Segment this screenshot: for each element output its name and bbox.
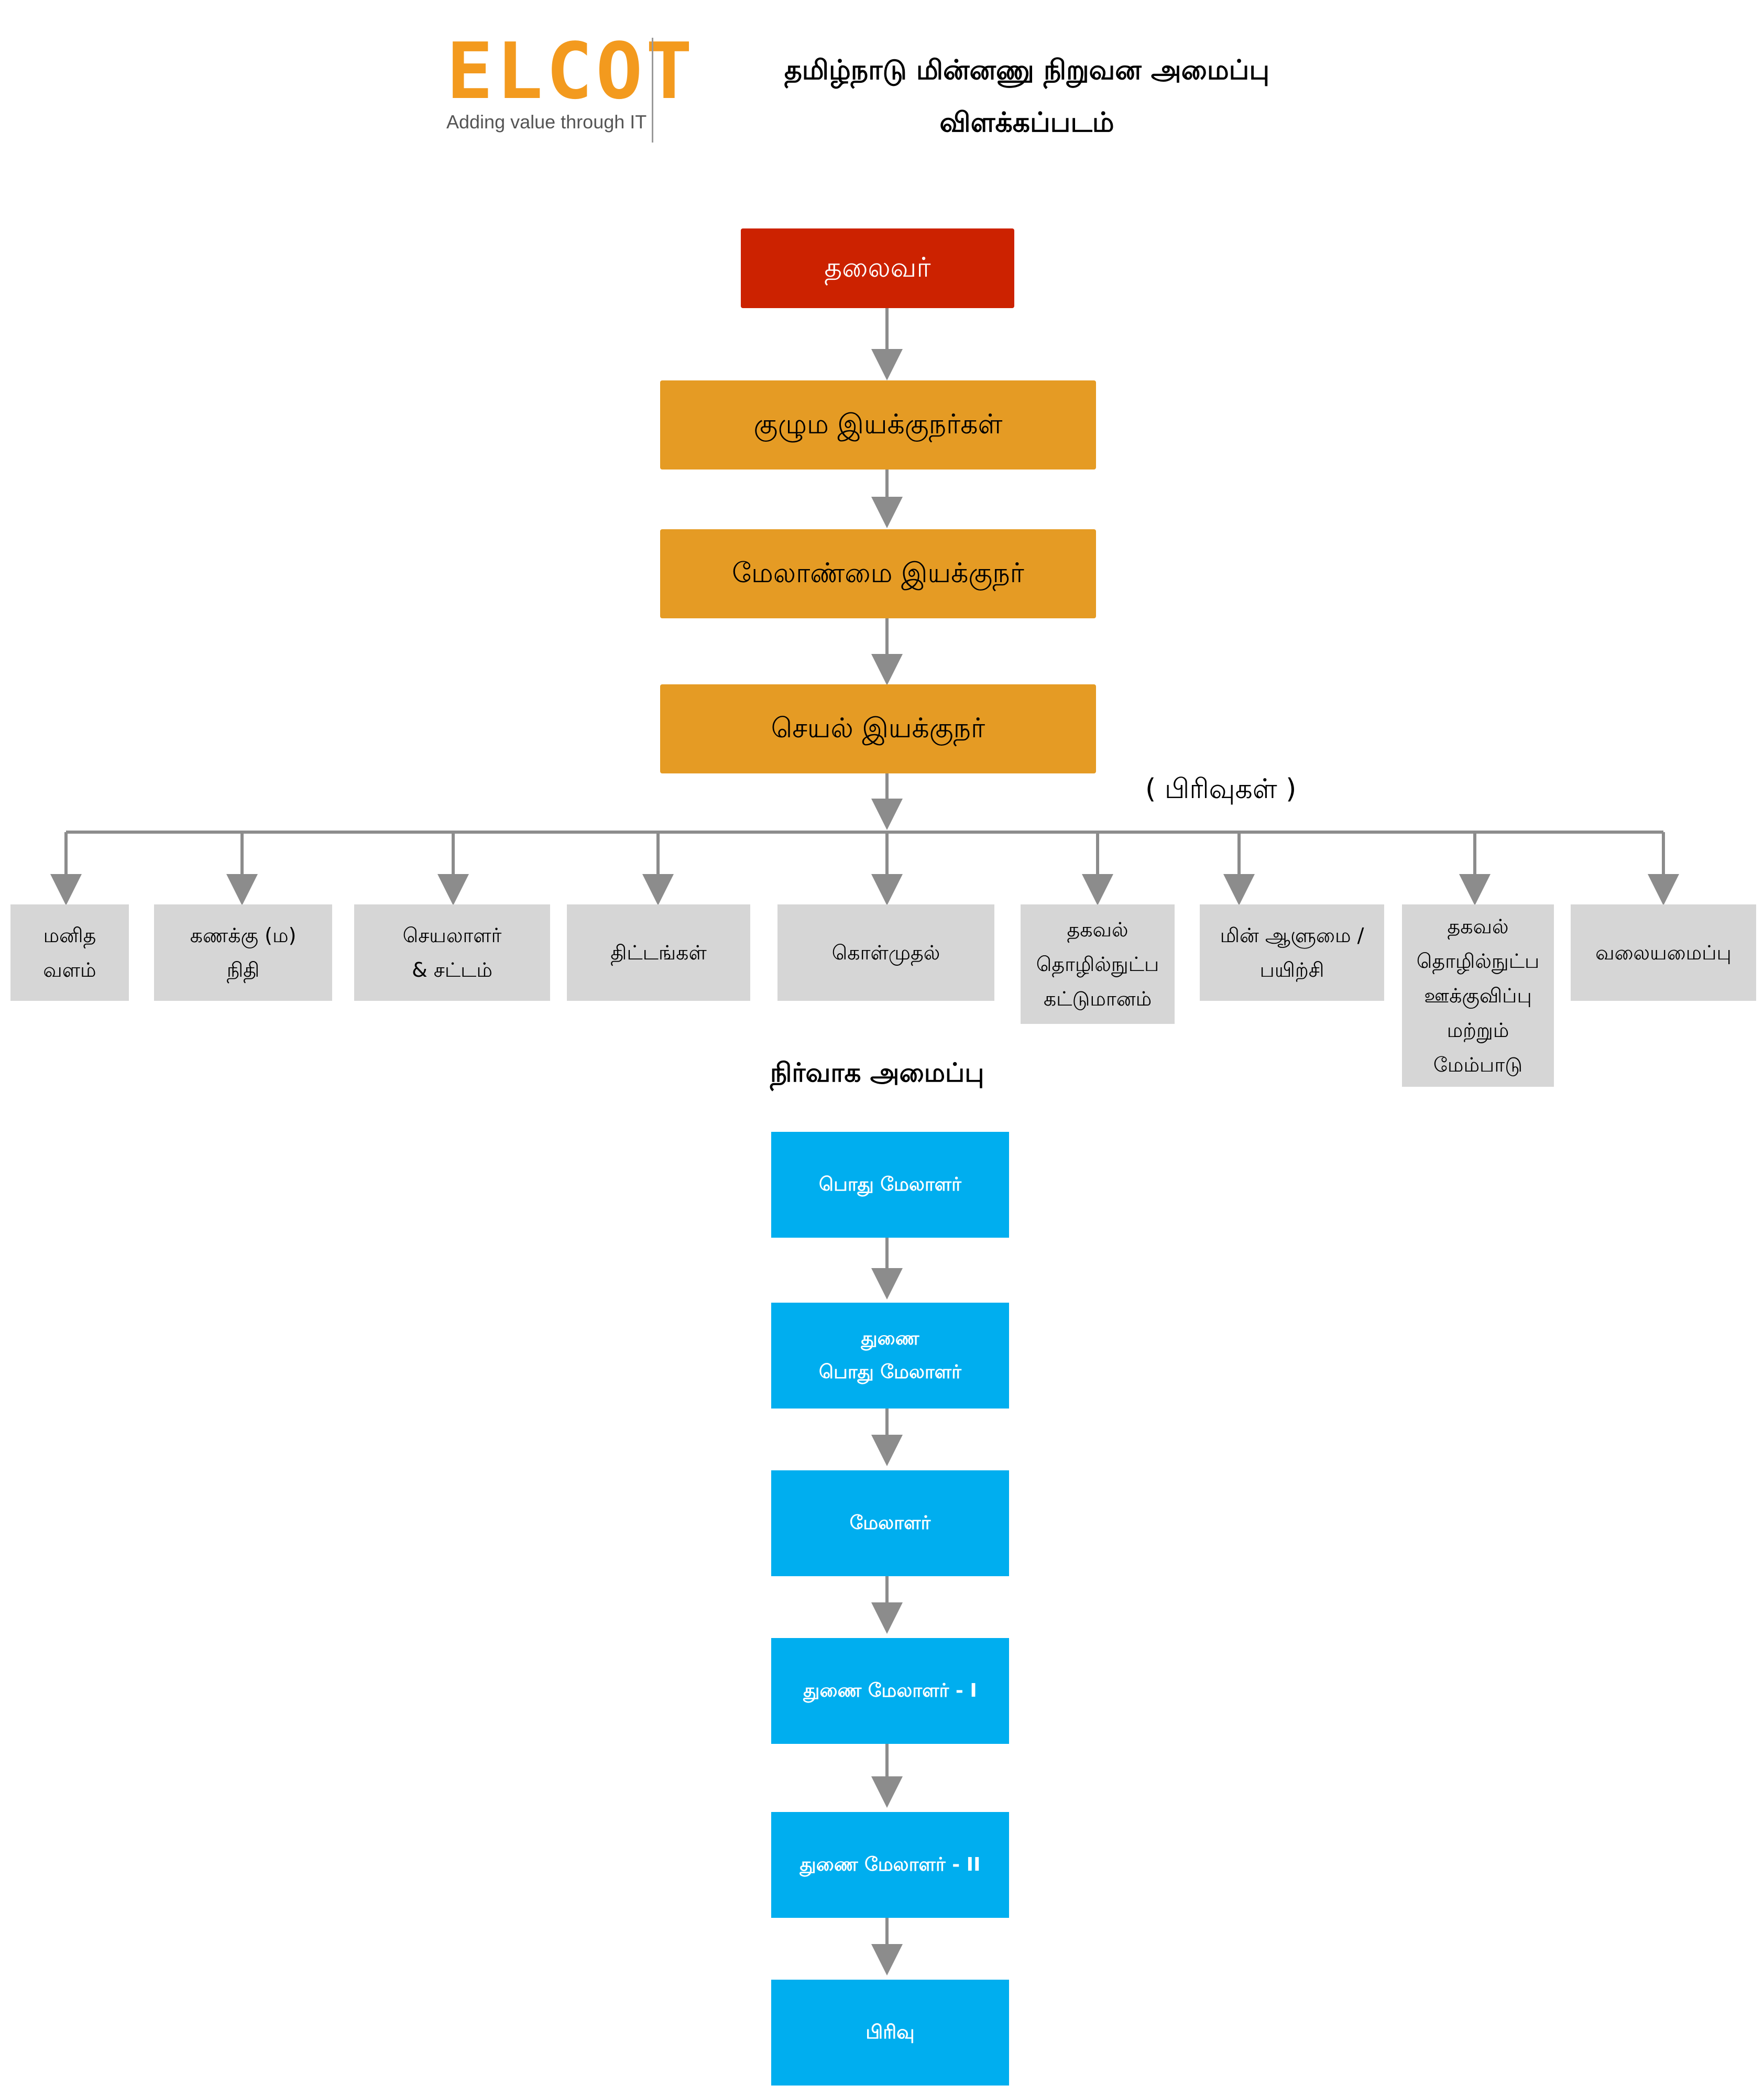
division-it-promo-line5: மேம்பாடு (1433, 1053, 1523, 1076)
division-egov-line1: மின் ஆளுமை / (1220, 924, 1364, 947)
admin-dm2-label: துணை மேலாளர் - II (799, 1854, 981, 1875)
divisions-label: ( பிரிவுகள் ) (1145, 773, 1297, 805)
division-it-promotion-development: தகவல் தொழில்நுட்ப ஊக்குவிப்பு மற்றும் மே… (1402, 904, 1554, 1087)
division-it-infra-line2: தொழில்நுட்ப (1036, 953, 1159, 976)
division-hr-line1: மனித (43, 924, 96, 947)
admin-manager-label: மேலாளர் (849, 1512, 931, 1534)
admin-deputy-general-manager: துணை பொது மேலாளர் (771, 1303, 1009, 1409)
division-it-promo-line4: மற்றும் (1447, 1019, 1509, 1042)
node-md-label: மேலாண்மை இயக்குநர் (732, 558, 1024, 590)
division-it-promo-line1: தகவல் (1447, 915, 1509, 938)
admin-structure-title: நிர்வாக அமைப்பு (770, 1057, 984, 1088)
division-networking: வலையமைப்பு (1571, 904, 1756, 1001)
division-it-infra-line3: கட்டுமானம் (1043, 987, 1152, 1010)
node-executive-director: செயல் இயக்குநர் (660, 684, 1096, 773)
node-chairman: தலைவர் (741, 228, 1014, 308)
division-secretary-line2: & சட்டம் (412, 958, 492, 981)
division-accounts-line2: நிதி (226, 958, 260, 981)
division-hr: மனித வளம் (10, 904, 129, 1001)
division-it-infrastructure: தகவல் தொழில்நுட்ப கட்டுமானம் (1021, 904, 1175, 1024)
division-it-promo-line2: தொழில்நுட்ப (1416, 949, 1540, 973)
elcot-logo: ELCOT (446, 26, 696, 116)
page-subtitle: விளக்கப்படம் (939, 107, 1114, 138)
logo-tagline: Adding value through IT (446, 111, 647, 133)
division-secretary-legal: செயலாளர் & சட்டம் (354, 904, 550, 1001)
admin-dgm-line2: பொது மேலாளர் (819, 1361, 961, 1383)
division-it-promo-line3: ஊக்குவிப்பு (1424, 984, 1532, 1007)
node-board-label: குழும இயக்குநர்கள் (753, 409, 1003, 441)
division-projects: திட்டங்கள் (567, 904, 750, 1001)
division-egov-line2: பயிற்சி (1259, 958, 1324, 981)
logo-divider (652, 38, 653, 143)
division-it-infra-line1: தகவல் (1067, 918, 1128, 941)
admin-manager: மேலாளர் (771, 1470, 1009, 1576)
admin-dgm-line1: துணை (861, 1328, 919, 1349)
node-chairman-label: தலைவர் (824, 252, 931, 284)
admin-general-manager: பொது மேலாளர் (771, 1132, 1009, 1238)
admin-dm1-label: துணை மேலாளர் - I (803, 1680, 977, 1701)
node-managing-director: மேலாண்மை இயக்குநர் (660, 529, 1096, 618)
division-secretary-line1: செயலாளர் (402, 924, 502, 947)
node-board-of-directors: குழும இயக்குநர்கள் (660, 380, 1096, 470)
division-procurement: கொள்முதல் (777, 904, 994, 1001)
division-projects-line1: திட்டங்கள் (610, 941, 707, 964)
admin-gm-label: பொது மேலாளர் (819, 1174, 961, 1195)
admin-deputy-manager-2: துணை மேலாளர் - II (771, 1812, 1009, 1918)
node-ed-label: செயல் இயக்குநர் (771, 713, 985, 745)
page-title: தமிழ்நாடு மின்னணு நிறுவன அமைப்பு (784, 54, 1270, 86)
admin-deputy-manager-1: துணை மேலாளர் - I (771, 1638, 1009, 1744)
division-egovernance-training: மின் ஆளுமை / பயிற்சி (1200, 904, 1384, 1001)
division-hr-line2: வளம் (43, 958, 96, 981)
division-accounts-line1: கணக்கு (ம) (190, 924, 297, 947)
division-networking-line1: வலையமைப்பு (1595, 941, 1732, 964)
admin-section-label: பிரிவு (865, 2022, 915, 2043)
division-accounts-finance: கணக்கு (ம) நிதி (154, 904, 332, 1001)
division-procurement-line1: கொள்முதல் (831, 941, 940, 964)
admin-section: பிரிவு (771, 1980, 1009, 2086)
